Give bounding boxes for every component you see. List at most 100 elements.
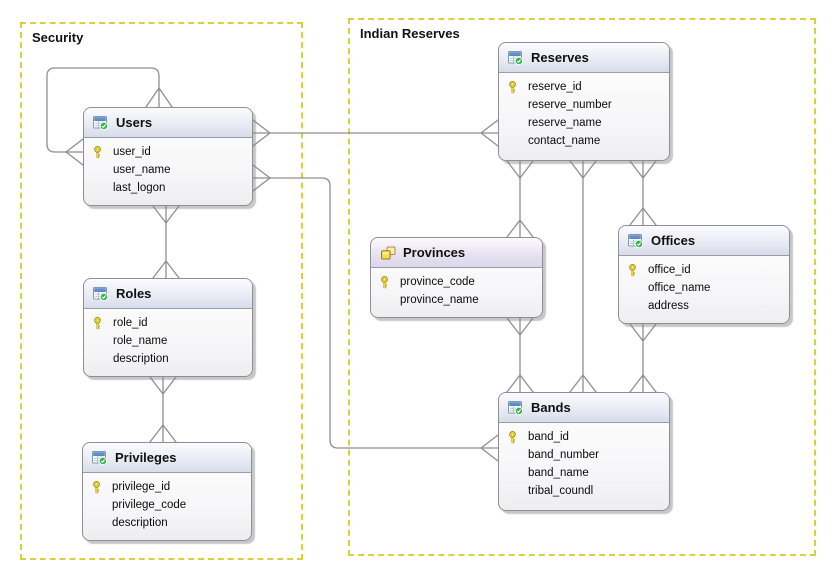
crowsfoot-many-marker xyxy=(629,207,657,226)
entity-field-list: band_id band_number band_name tribal_coundl xyxy=(499,423,669,500)
key-icon xyxy=(92,145,107,159)
key-icon xyxy=(507,430,522,444)
crowsfoot-many-marker xyxy=(152,260,180,279)
field-name: role_name xyxy=(113,335,168,347)
field-row[interactable]: reserve_id xyxy=(507,78,661,96)
entity-header-privileges[interactable]: Privileges xyxy=(83,443,251,473)
relationship-line[interactable] xyxy=(269,177,482,449)
field-row[interactable]: description xyxy=(91,514,243,532)
field-row[interactable]: last_logon xyxy=(92,179,244,197)
field-row[interactable]: privilege_id xyxy=(91,478,243,496)
crowsfoot-many-marker xyxy=(149,376,177,395)
entity-title: Users xyxy=(116,115,153,130)
relationship-reserves-bands[interactable] xyxy=(569,160,597,393)
field-name: band_name xyxy=(528,467,589,479)
field-name: contact_name xyxy=(528,135,601,147)
relationship-users-roles[interactable] xyxy=(152,205,180,279)
field-name: reserve_id xyxy=(528,81,582,93)
entity-header-reserves[interactable]: Reserves xyxy=(499,43,669,73)
entity-title: Privileges xyxy=(115,450,177,465)
entity-header-roles[interactable]: Roles xyxy=(84,279,252,309)
relationship-reserves-provinces[interactable] xyxy=(506,160,534,238)
key-icon-slot-empty xyxy=(627,299,642,313)
field-row[interactable]: address xyxy=(627,297,781,315)
field-row[interactable]: reserve_number xyxy=(507,96,661,114)
relationship-users-reserves[interactable] xyxy=(252,119,499,147)
table-icon xyxy=(93,115,109,130)
field-row[interactable]: user_name xyxy=(92,161,244,179)
entity-header-provinces[interactable]: Provinces xyxy=(371,238,542,268)
relationship-users-users[interactable] xyxy=(46,67,173,166)
key-icon-slot-empty xyxy=(91,498,106,512)
layer-security[interactable]: Security xyxy=(20,22,303,560)
field-row[interactable]: role_id xyxy=(92,314,244,332)
relationship-reserves-offices[interactable] xyxy=(629,160,657,226)
layer-indian-reserves[interactable]: Indian Reserves xyxy=(348,18,816,556)
field-row[interactable]: office_id xyxy=(627,261,781,279)
field-name: province_name xyxy=(400,294,479,306)
crowsfoot-many-marker xyxy=(252,119,271,147)
key-icon-slot-empty xyxy=(507,116,522,130)
field-row[interactable]: contact_name xyxy=(507,132,661,150)
key-icon-slot-empty xyxy=(507,448,522,462)
field-row[interactable]: user_id xyxy=(92,143,244,161)
relationship-line[interactable] xyxy=(46,67,160,153)
layer-security-label: Security xyxy=(32,30,84,45)
key-icon xyxy=(627,263,642,277)
crowsfoot-many-marker xyxy=(480,434,499,462)
field-name: office_name xyxy=(648,282,711,294)
entity-field-list: role_id role_name description xyxy=(84,309,252,368)
field-row[interactable]: description xyxy=(92,350,244,368)
field-row[interactable]: band_name xyxy=(507,464,661,482)
field-row[interactable]: reserve_name xyxy=(507,114,661,132)
field-name: description xyxy=(112,517,168,529)
field-row[interactable]: tribal_coundl xyxy=(507,482,661,500)
field-row[interactable]: band_number xyxy=(507,446,661,464)
key-icon xyxy=(91,480,106,494)
relationship-roles-privileges[interactable] xyxy=(149,376,177,443)
crowsfoot-many-marker xyxy=(152,205,180,224)
relationship-offices-bands[interactable] xyxy=(629,323,657,393)
field-row[interactable]: province_code xyxy=(379,273,534,291)
key-icon xyxy=(379,275,394,289)
key-icon-slot-empty xyxy=(92,163,107,177)
field-name: description xyxy=(113,353,169,365)
crowsfoot-many-marker xyxy=(506,374,534,393)
field-row[interactable]: office_name xyxy=(627,279,781,297)
entity-header-bands[interactable]: Bands xyxy=(499,393,669,423)
key-icon xyxy=(92,316,107,330)
crowsfoot-many-marker xyxy=(145,87,173,108)
field-name: band_number xyxy=(528,449,599,461)
field-name: address xyxy=(648,300,689,312)
crowsfoot-many-marker xyxy=(506,160,534,179)
crowsfoot-many-marker xyxy=(506,317,534,336)
key-icon-slot-empty xyxy=(507,98,522,112)
relationship-provinces-bands[interactable] xyxy=(506,317,534,393)
field-row[interactable]: band_id xyxy=(507,428,661,446)
entity-header-offices[interactable]: Offices xyxy=(619,226,789,256)
entity-title: Offices xyxy=(651,233,696,248)
table-icon xyxy=(628,233,644,248)
entity-title: Bands xyxy=(531,400,571,415)
entity-table-bands[interactable]: Bands band_id band_number band_name tribal_c… xyxy=(498,392,670,511)
crowsfoot-many-marker xyxy=(569,160,597,179)
key-icon-slot-empty xyxy=(507,134,522,148)
field-row[interactable]: role_name xyxy=(92,332,244,350)
crowsfoot-many-marker xyxy=(149,424,177,443)
key-icon-slot-empty xyxy=(507,484,522,498)
crowsfoot-many-marker xyxy=(65,138,84,166)
field-row[interactable]: province_name xyxy=(379,291,534,309)
entity-table-roles[interactable]: Roles role_id role_name description xyxy=(83,278,253,377)
field-row[interactable]: privilege_code xyxy=(91,496,243,514)
relationship-users-bands[interactable] xyxy=(252,164,499,462)
entity-header-users[interactable]: Users xyxy=(84,108,252,138)
field-name: privilege_code xyxy=(112,499,187,511)
entity-field-list: privilege_id privilege_code description xyxy=(83,473,251,532)
entity-table-provinces[interactable]: Provinces province_code province_name xyxy=(370,237,543,318)
